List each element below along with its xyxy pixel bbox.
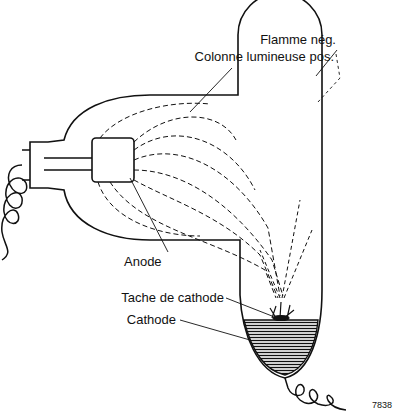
positive-column [98,103,283,298]
part-label: Cathode [127,312,176,327]
anode-symbol [44,138,134,182]
mercury-pool [244,320,318,375]
lead-wire [285,378,346,410]
negative-flame [260,200,312,298]
region-label: Colonne lumineuse pos. [195,49,334,64]
lead-wire [2,165,27,260]
part-label: Anode [124,254,162,269]
cathode-spot [270,302,294,321]
figure-number: 7838 [372,400,392,410]
part-label: Tache de cathode [121,290,224,305]
region-label: Flamme nég. [260,32,336,47]
